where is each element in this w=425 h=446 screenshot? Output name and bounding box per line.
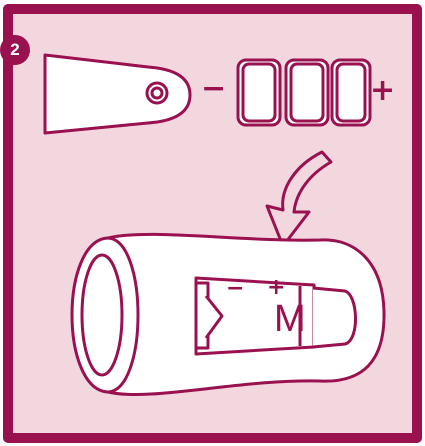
device-illustration xyxy=(70,232,386,397)
battery-minus-sign: − xyxy=(201,71,227,106)
battery-icon xyxy=(284,58,330,127)
device-model-label: M xyxy=(274,298,306,340)
battery-cap-icon xyxy=(43,53,192,135)
battery-icon xyxy=(330,58,372,127)
arrow-down-icon xyxy=(265,150,333,248)
device-minus-sign: − xyxy=(226,276,245,301)
battery-plus-sign: + xyxy=(370,73,396,108)
step-number-badge: 2 xyxy=(0,35,30,65)
device-plus-sign: + xyxy=(267,275,286,300)
battery-icon xyxy=(236,58,282,127)
